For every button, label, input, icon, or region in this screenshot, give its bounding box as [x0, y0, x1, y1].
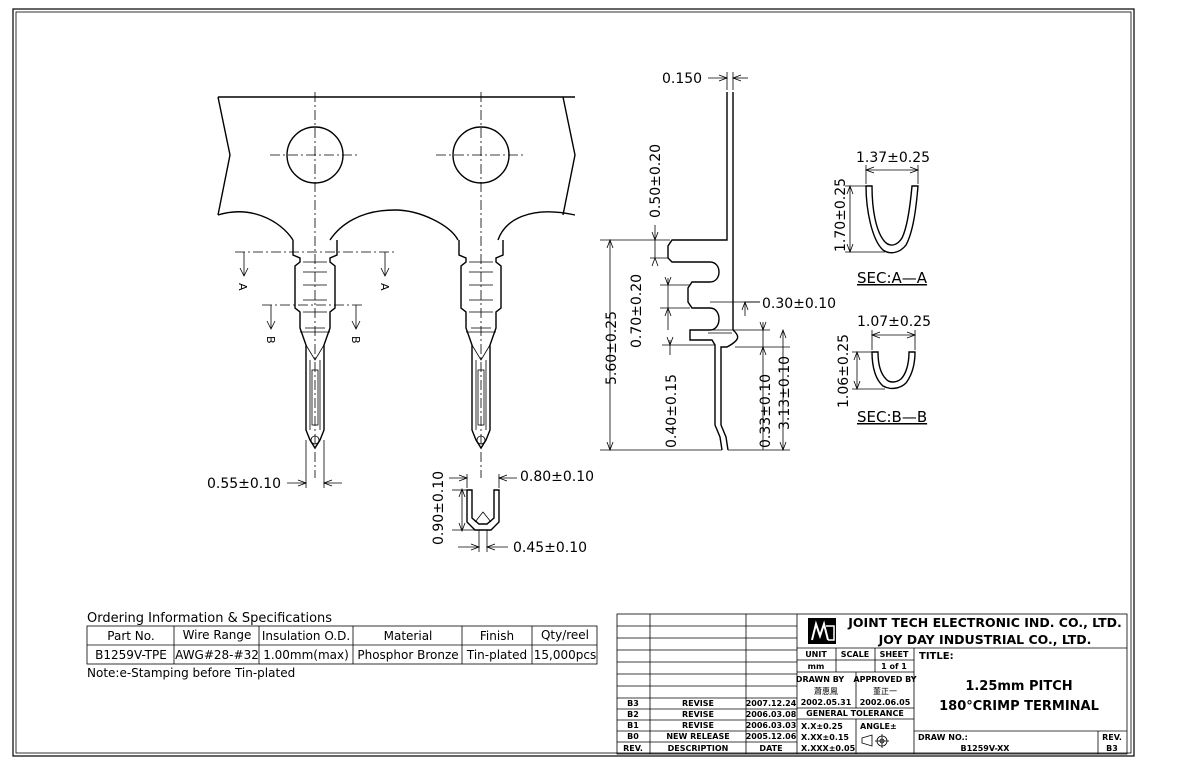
ordering-note: Note:e-Stamping before Tin-plated	[87, 666, 295, 680]
rev-date: 2006.03.08	[746, 710, 797, 719]
ordering-header: Insulation O.D.	[262, 629, 350, 643]
ordering-header: Wire Range	[183, 628, 252, 642]
rev-date: 2005.12.06	[746, 732, 797, 741]
projection-symbol-icon	[861, 734, 889, 748]
section-a-view: 1.37±0.25 1.70±0.25 SEC:A—A	[833, 150, 930, 287]
tolerance-3: X.XXX±0.05	[801, 744, 856, 753]
rev-desc: REVISE	[682, 721, 714, 730]
company-name-2: JOY DAY INDUSTRIAL CO., LTD.	[878, 632, 1092, 647]
dim-end-gap: 0.45±0.10	[513, 540, 587, 556]
dim-lower-a: 0.33±0.10	[758, 374, 774, 448]
rev-desc: NEW RELEASE	[666, 732, 729, 741]
ordering-cell: 15,000pcs	[534, 648, 596, 662]
drawn-by-name: 蕭惠鳳	[814, 686, 838, 696]
inner-frame	[15, 11, 1132, 754]
dim-sec-b-height: 1.06±0.25	[836, 334, 852, 408]
ordering-cell: Phosphor Bronze	[357, 648, 458, 662]
draw-no-value: B1259V-XX	[961, 744, 1011, 753]
dim-sec-a-height: 1.70±0.25	[833, 178, 849, 252]
dim-sec-b-width: 1.07±0.25	[857, 314, 931, 330]
ordering-cell: AWG#28-#32	[175, 648, 259, 662]
ordering-title: Ordering Information & Specifications	[87, 611, 332, 626]
approved-by-label: APPROVED BY	[853, 675, 916, 684]
ordering-header: Qty/reel	[541, 628, 589, 642]
section-marker-a: A	[236, 283, 249, 291]
company-name-1: JOINT TECH ELECTRONIC IND. CO., LTD.	[847, 615, 1121, 630]
ordering-header: Material	[384, 629, 433, 643]
section-label-a: SEC:A—A	[857, 269, 928, 287]
section-marker-a: A	[378, 283, 391, 291]
rev-code: B3	[627, 699, 639, 708]
ordering-header: Finish	[480, 629, 514, 643]
rev-header: DATE	[759, 744, 782, 753]
section-label-b: SEC:B—B	[857, 408, 927, 426]
drawing-title-2: 180°CRIMP TERMINAL	[939, 699, 1099, 714]
carrier-strip-view: A A B B 0.55±0.10	[207, 92, 576, 492]
side-view: 0.150 5.60±0.25 0.50±0.20 0.70±0.20 0.40…	[600, 71, 836, 452]
dim-end-height: 0.90±0.10	[431, 471, 447, 545]
drawn-date: 2002.05.31	[801, 698, 852, 707]
dim-lower-b: 3.13±0.10	[777, 356, 793, 430]
end-view: 0.90±0.10 0.80±0.10 0.45±0.10	[431, 469, 594, 556]
tolerance-1: X.X±0.25	[801, 722, 843, 731]
dim-pin-width: 0.55±0.10	[207, 476, 281, 492]
draw-no-label: DRAW NO.:	[918, 733, 968, 742]
scale-label: SCALE	[841, 650, 869, 659]
dim-thickness: 0.150	[662, 71, 702, 87]
approved-by-name: 董正一	[873, 686, 897, 696]
rev-code: B0	[627, 732, 639, 741]
dim-lower-length: 0.40±0.15	[664, 374, 680, 448]
rev-code: B2	[627, 710, 639, 719]
section-marker-b: B	[349, 336, 362, 344]
rev-date: 2006.03.03	[746, 721, 797, 730]
unit-label: UNIT	[805, 650, 827, 659]
tolerance-label: GENERAL TOLERANCE	[806, 709, 904, 718]
ordering-cell: B1259V-TPE	[95, 648, 167, 662]
ordering-cell: Tin-plated	[466, 648, 527, 662]
drawing-title-1: 1.25mm PITCH	[965, 679, 1072, 694]
section-b-view: 1.07±0.25 1.06±0.25 SEC:B—B	[836, 314, 931, 426]
tolerance-2: X.XX±0.15	[801, 733, 849, 742]
rev-desc: REVISE	[682, 710, 714, 719]
ordering-header: Part No.	[107, 629, 154, 643]
approved-date: 2002.06.05	[860, 698, 911, 707]
ordering-cell: 1.00mm(max)	[263, 648, 349, 662]
title-label: TITLE:	[919, 651, 954, 662]
dim-top-length: 0.50±0.20	[648, 144, 664, 218]
rev-header: REV.	[623, 744, 643, 753]
dim-sec-a-width: 1.37±0.25	[856, 150, 930, 166]
dim-step: 0.30±0.10	[762, 296, 836, 312]
outer-frame	[12, 8, 1135, 757]
terminal-front-2	[458, 240, 504, 450]
rev-label: REV.	[1102, 733, 1122, 742]
sheet-label: SHEET	[880, 650, 909, 659]
title-block: B3 REVISE 2007.12.24 B2 REVISE 2006.03.0…	[616, 613, 1128, 755]
rev-desc: REVISE	[682, 699, 714, 708]
rev-header: DESCRIPTION	[668, 744, 729, 753]
company-logo	[808, 618, 836, 644]
rev-date: 2007.12.24	[746, 699, 797, 708]
rev-code: B1	[627, 721, 639, 730]
dim-total-length: 5.60±0.25	[604, 311, 620, 385]
rev-value: B3	[1106, 744, 1118, 753]
dim-tab-length: 0.70±0.20	[629, 274, 645, 348]
sheet-value: 1 of 1	[881, 662, 907, 671]
ordering-table: Ordering Information & Specifications Pa…	[86, 611, 598, 680]
section-marker-b: B	[264, 336, 277, 344]
terminal-front-1	[292, 240, 338, 450]
drawn-by-label: DRAWN BY	[796, 675, 845, 684]
dim-end-width: 0.80±0.10	[520, 469, 594, 485]
angle-label: ANGLE±	[860, 722, 897, 731]
unit-value: mm	[808, 662, 825, 671]
